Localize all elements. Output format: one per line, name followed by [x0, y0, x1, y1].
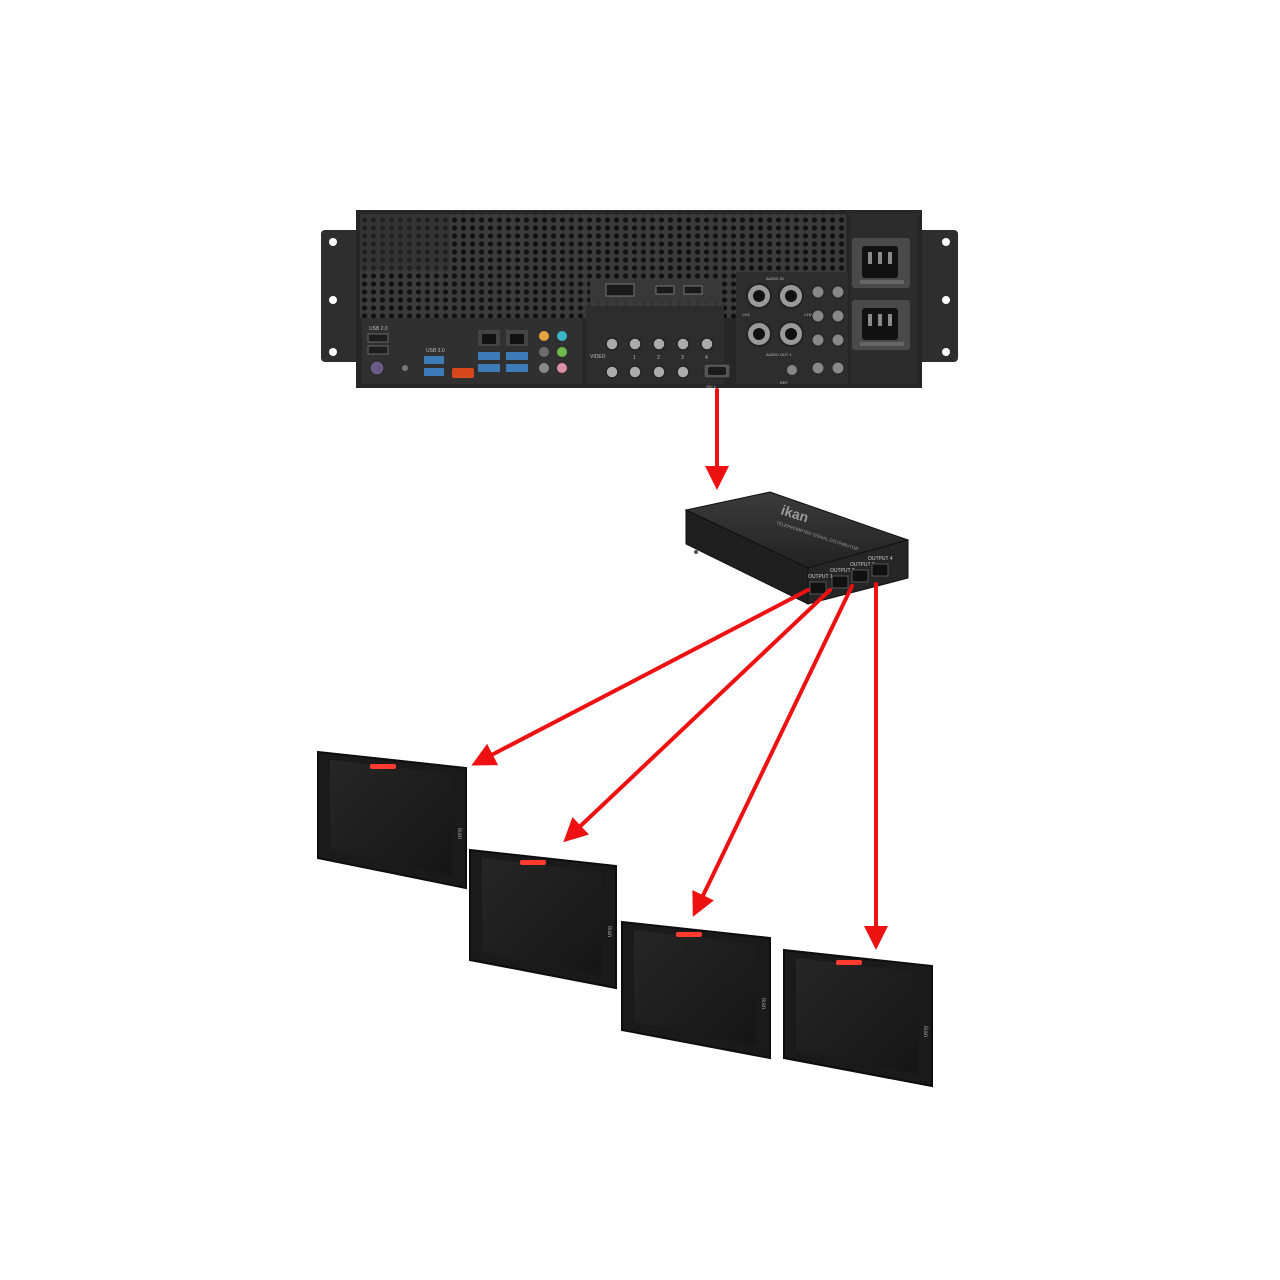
- output-1-label: OUTPUT 1: [808, 574, 833, 580]
- output-4-label: OUTPUT 4: [868, 556, 893, 562]
- tally-light-3: [676, 932, 702, 937]
- arrow-output-3-to-monitor-3: [692, 584, 854, 917]
- monitor-1: ikan: [317, 750, 467, 890]
- ethernet-port-1: [478, 330, 500, 346]
- ch2-label: CH2: [804, 312, 813, 317]
- video-number-4: 4: [705, 355, 708, 361]
- video-label: VIDEO: [590, 354, 606, 360]
- media-server: USB 2.0 USB 3.0 V: [321, 210, 958, 389]
- tally-light-4: [836, 960, 862, 965]
- genlock-label: REF: [780, 380, 789, 385]
- video-number-3: 3: [681, 355, 684, 361]
- splitter-output-4: OUTPUT 4: [868, 556, 893, 577]
- audio-out-label: AUDIO OUT 1: [766, 352, 792, 357]
- video-number-1: 1: [633, 355, 636, 361]
- output-2-label: OUTPUT 2: [830, 568, 855, 574]
- power-inlet-2: [852, 300, 910, 350]
- usb3-label: USB 3.0: [426, 348, 445, 354]
- monitor-2: ikan: [469, 848, 617, 990]
- splitter-output-2: OUTPUT 2: [830, 568, 855, 589]
- usb2-label: USB 2.0: [369, 326, 388, 332]
- signal-splitter: ikan TELEPROMPTER SIGNAL DISTRIBUTOR OUT…: [684, 491, 910, 605]
- sdi-label: SDI 1: [706, 384, 717, 389]
- bnc-row-top: [605, 337, 714, 351]
- ch1-label: CH1: [742, 312, 751, 317]
- video-number-2: 2: [657, 355, 660, 361]
- bnc-row-bottom: [605, 365, 690, 379]
- monitor-3-brand: ikan: [760, 998, 766, 1009]
- connection-arrows: [471, 388, 888, 950]
- tally-light-1: [370, 764, 396, 769]
- output-3-label: OUTPUT 3: [850, 562, 875, 568]
- rack-ear-left: [321, 230, 361, 362]
- power-inlet-1: [852, 238, 910, 288]
- serial-output-port: [703, 363, 731, 379]
- splitter-output-1: OUTPUT 1: [808, 574, 833, 595]
- splitter-output-3: OUTPUT 3: [850, 562, 875, 583]
- monitor-4-brand: ikan: [922, 1026, 928, 1037]
- audio-in-label: AUDIO IN: [766, 276, 784, 281]
- monitor-3: ikan: [621, 920, 771, 1060]
- monitor-4: ikan: [783, 948, 933, 1088]
- monitor-1-brand: ikan: [456, 828, 462, 839]
- rack-ear-right: [918, 230, 958, 362]
- tally-light-2: [520, 860, 546, 865]
- ethernet-port-2: [506, 330, 528, 346]
- monitor-2-brand: ikan: [606, 926, 612, 937]
- arrow-output-2-to-monitor-2: [563, 588, 832, 843]
- arrow-output-1-to-monitor-1: [471, 588, 810, 766]
